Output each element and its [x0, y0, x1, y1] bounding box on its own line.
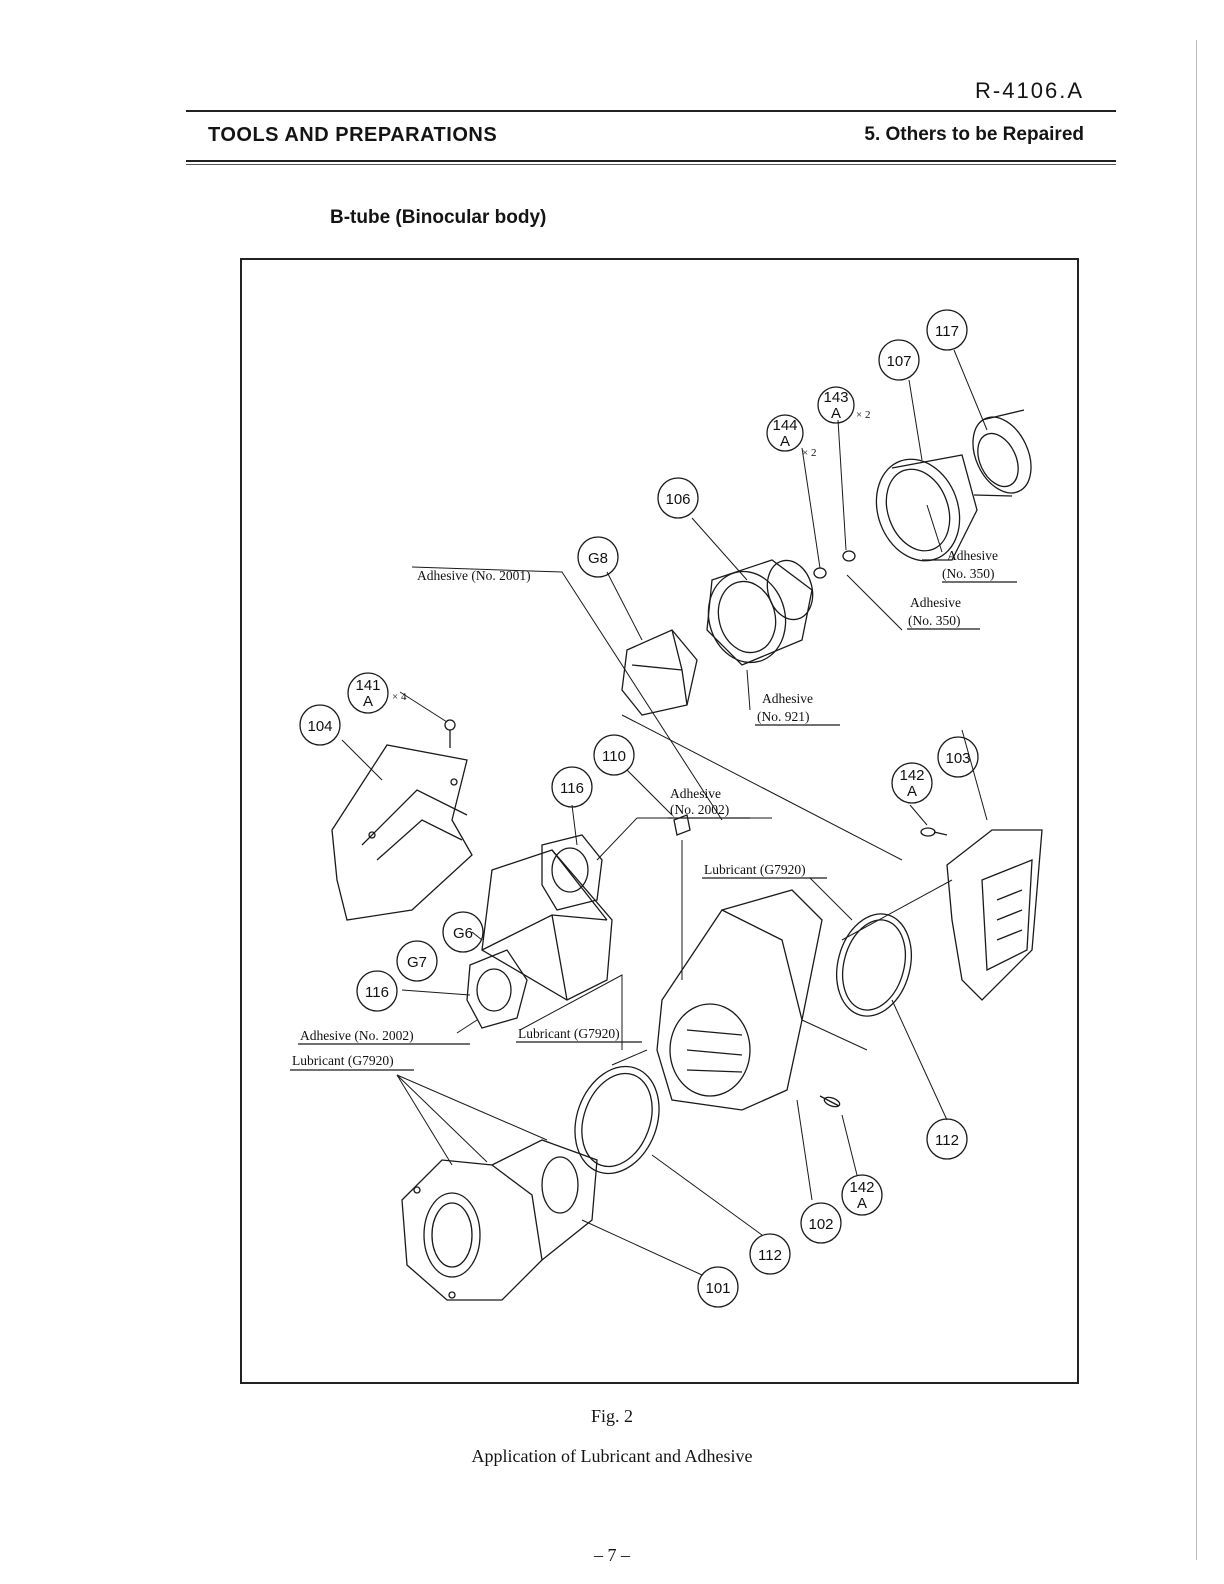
figure-caption: Application of Lubricant and Adhesive	[471, 1446, 753, 1466]
callout-101: 101	[705, 1280, 730, 1297]
note-lubricant-g7920-center: Lubricant (G7920)	[518, 1026, 620, 1041]
callout-102: 102	[808, 1216, 833, 1233]
note-lubricant-g7920-left: Lubricant (G7920)	[292, 1053, 394, 1068]
part-116-gasket-lower	[466, 949, 528, 1029]
note-adhesive-2002-lower: Adhesive (No. 2002)	[300, 1028, 414, 1043]
part-101-base-tube	[401, 1139, 598, 1301]
callout-110: 110	[602, 748, 626, 765]
figure-number: Fig. 2	[590, 1406, 633, 1426]
page-edge-line	[1196, 40, 1197, 1560]
part-106-mount	[706, 559, 814, 666]
header-rule-bottom	[186, 160, 1116, 165]
note-adhesive-350-upper-line2: (No. 350)	[942, 566, 995, 581]
part-107-sleeve	[875, 454, 978, 562]
part-142-screw-lower	[819, 1095, 841, 1108]
callout-g8: G8	[588, 550, 608, 567]
callout-103: 103	[945, 750, 970, 767]
note-adhesive-921-line2: (No. 921)	[757, 709, 810, 724]
figure-subject-title: B-tube (Binocular body)	[330, 207, 547, 228]
callout-g7: G7	[407, 954, 427, 971]
part-104-cover	[331, 744, 473, 921]
callout-141-mult: × 4	[392, 691, 407, 703]
callout-107: 107	[886, 353, 911, 370]
note-adhesive-350-lower-line2: (No. 350)	[908, 613, 961, 628]
callout-106: 106	[665, 491, 690, 508]
callout-circles	[299, 309, 979, 1308]
exploded-view-figure: 117 107 143 A × 2 144 A × 2 106 G8 141 A…	[240, 258, 1079, 1384]
part-142-screw-upper	[920, 827, 948, 837]
note-adhesive-350-lower-line1: Adhesive	[910, 595, 961, 610]
callout-144-mult: × 2	[802, 447, 816, 459]
callout-112-right: 112	[935, 1132, 959, 1149]
callout-112-left: 112	[758, 1247, 782, 1264]
page-number: – 7 –	[594, 1545, 630, 1565]
part-110-knob	[673, 814, 691, 836]
annotation-notes: Adhesive (No. 2001) Adhesive (No. 350) A…	[290, 548, 1017, 1071]
callout-142-lower: 142	[849, 1179, 874, 1196]
callout-142-upper: 142	[899, 767, 924, 784]
section-title: TOOLS AND PREPARATIONS	[208, 124, 498, 146]
document-code: R-4106.A	[975, 78, 1084, 103]
callout-117: 117	[935, 323, 959, 340]
callout-143: 143	[823, 389, 848, 406]
leader-lines	[341, 349, 988, 1276]
prism-block	[481, 849, 613, 1001]
small-screws	[813, 550, 856, 579]
callout-g6: G6	[453, 925, 473, 942]
callout-104: 104	[307, 718, 332, 735]
part-112-ring-right	[836, 913, 912, 1017]
part-102-main-body	[656, 889, 823, 1111]
note-adhesive-350-upper-line1: Adhesive	[947, 548, 998, 563]
part-117-ring	[972, 409, 1032, 497]
note-adhesive-921-line1: Adhesive	[762, 691, 813, 706]
exploded-view-drawing: 117 107 143 A × 2 144 A × 2 106 G8 141 A…	[290, 309, 1043, 1308]
note-lubricant-g7920-middle: Lubricant (G7920)	[704, 862, 806, 877]
part-116-gasket-upper	[541, 834, 603, 911]
note-adhesive-2002-upper-line2: (No. 2002)	[670, 802, 729, 817]
callout-141-sub: A	[363, 693, 373, 710]
callout-143-sub: A	[831, 405, 841, 422]
callout-142-upper-sub: A	[907, 783, 917, 800]
part-103-housing	[946, 829, 1043, 1001]
callout-142-lower-sub: A	[857, 1195, 867, 1212]
callout-116-lower: 116	[365, 984, 389, 1001]
part-112-ring-left	[574, 1065, 660, 1175]
section-subtitle: 5. Others to be Repaired	[864, 124, 1084, 145]
part-g8-prism	[621, 629, 698, 716]
callout-141: 141	[355, 677, 380, 694]
callout-116-upper: 116	[560, 780, 584, 797]
part-141-screw	[444, 719, 456, 748]
callout-144-sub: A	[780, 433, 790, 450]
note-adhesive-2001: Adhesive (No. 2001)	[417, 568, 531, 583]
header-rule-top	[186, 110, 1116, 112]
note-adhesive-2002-upper-line1: Adhesive	[670, 786, 721, 801]
callout-144: 144	[772, 417, 797, 434]
callout-143-mult: × 2	[856, 409, 870, 421]
